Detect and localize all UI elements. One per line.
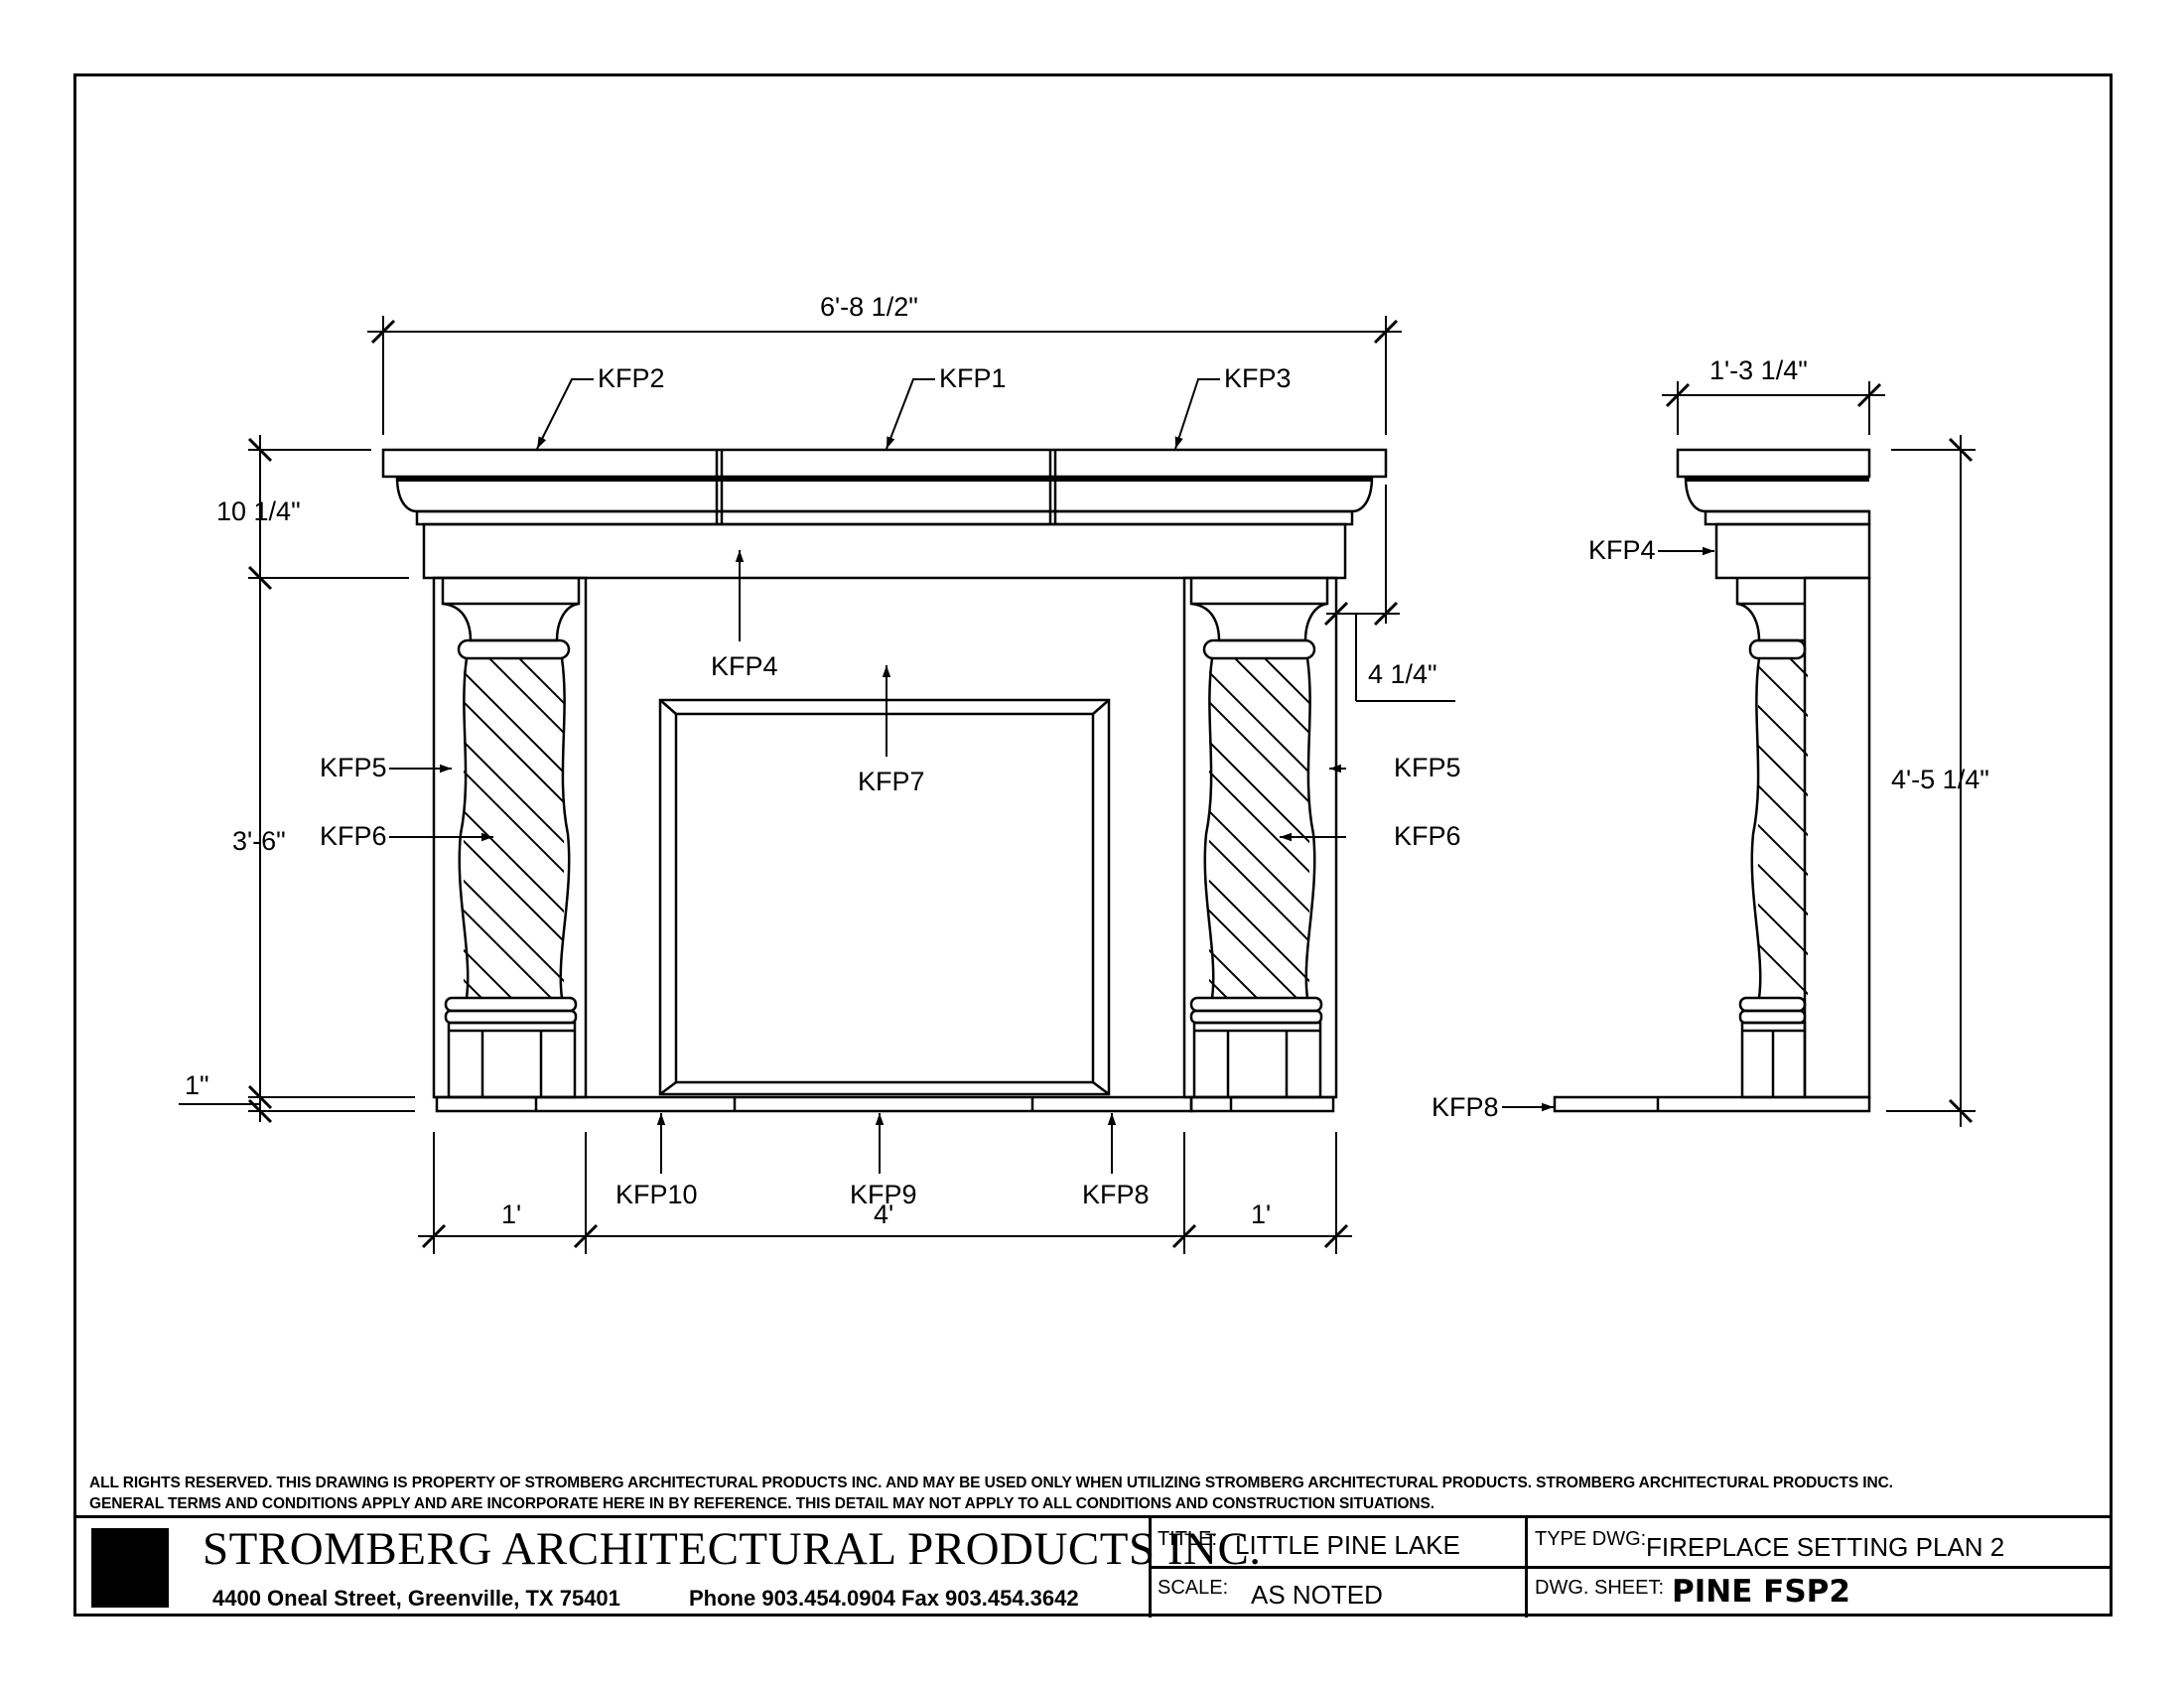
hearth: [435, 1095, 1193, 1113]
dimension-lines: [179, 316, 1976, 1254]
company-phone-fax: Phone 903.454.0904 Fax 903.454.3642: [689, 1586, 1079, 1611]
part-kfp10: KFP10: [615, 1180, 698, 1209]
part-kfp2: KFP2: [598, 363, 665, 393]
part-kfp9: KFP9: [850, 1180, 917, 1209]
part-labels: KFP2 KFP1 KFP3 KFP4 KFP7 KFP5 KFP6 KFP5 …: [320, 363, 1656, 1209]
rights-notice-line-2: GENERAL TERMS AND CONDITIONS APPLY AND A…: [89, 1495, 1434, 1512]
part-kfp1: KFP1: [939, 363, 1007, 393]
dim-leg-left: 1': [501, 1199, 521, 1229]
mantel-shelf: [381, 448, 1388, 479]
title-block: STROMBERG ARCHITECTURAL PRODUCTS INC. 44…: [73, 1515, 2113, 1618]
part-kfp4: KFP4: [711, 651, 778, 681]
scale-value: AS NOTED: [1251, 1580, 1383, 1610]
dimension-labels: 6'-8 1/2" 10 1/4" 3'-6" 1" 4 1/4" 1' 4' …: [185, 292, 1989, 1229]
rights-notice: ALL RIGHTS RESERVED. THIS DRAWING IS PRO…: [89, 1473, 2095, 1514]
rights-notice-line-1: ALL RIGHTS RESERVED. THIS DRAWING IS PRO…: [89, 1475, 1893, 1491]
dim-projection: 4 1/4": [1368, 659, 1437, 689]
dim-overall-width: 6'-8 1/2": [820, 292, 918, 322]
part-kfp5-right: KFP5: [1394, 753, 1461, 782]
title-value: LITTLE PINE LAKE: [1235, 1530, 1460, 1560]
part-kfp4-side: KFP4: [1588, 535, 1656, 565]
company-name: STROMBERG ARCHITECTURAL PRODUCTS INC.: [203, 1523, 1262, 1575]
dim-side-height: 4'-5 1/4": [1891, 765, 1989, 794]
mantel-cove: [395, 476, 1374, 513]
firebox-surround: [658, 698, 1111, 1096]
drawing-sheet-border: [73, 73, 2113, 1617]
part-kfp6-left: KFP6: [320, 821, 387, 851]
dim-plinth: 1": [185, 1070, 209, 1100]
scale-label: SCALE:: [1158, 1577, 1229, 1599]
frieze-kfp4: [422, 522, 1347, 580]
title-label: TITLE:: [1158, 1528, 1218, 1550]
front-elevation: [381, 448, 1388, 1113]
fireplace-drawing: 6'-8 1/2" 10 1/4" 3'-6" 1" 4 1/4" 1' 4' …: [179, 292, 1989, 1254]
leader-arrows: [389, 378, 1714, 1174]
part-kfp6-right: KFP6: [1394, 821, 1461, 851]
dwg-sheet-label: DWG. SHEET:: [1535, 1577, 1665, 1599]
title-block-divider: [1149, 1566, 2113, 1569]
part-kfp7: KFP7: [858, 767, 925, 796]
part-kfp8-side: KFP8: [1432, 1092, 1499, 1122]
part-kfp3: KFP3: [1224, 363, 1292, 393]
part-kfp5-left: KFP5: [320, 753, 387, 782]
type-dwg-value: FIREPLACE SETTING PLAN 2: [1646, 1532, 2005, 1562]
side-elevation: [1553, 448, 1871, 1113]
dim-opening: 4': [874, 1199, 893, 1229]
dwg-sheet-value: PINE FSP2: [1672, 1574, 1850, 1610]
dim-side-depth: 1'-3 1/4": [1709, 355, 1808, 385]
part-kfp8: KFP8: [1082, 1180, 1150, 1209]
company-address: 4400 Oneal Street, Greenville, TX 75401: [212, 1586, 620, 1611]
type-dwg-label: TYPE DWG:: [1535, 1528, 1647, 1550]
company-logo: [91, 1528, 169, 1608]
dim-mantel-height: 10 1/4": [216, 496, 301, 526]
dim-leg-right: 1': [1251, 1199, 1271, 1229]
dim-leg-height: 3'-6": [232, 826, 286, 856]
